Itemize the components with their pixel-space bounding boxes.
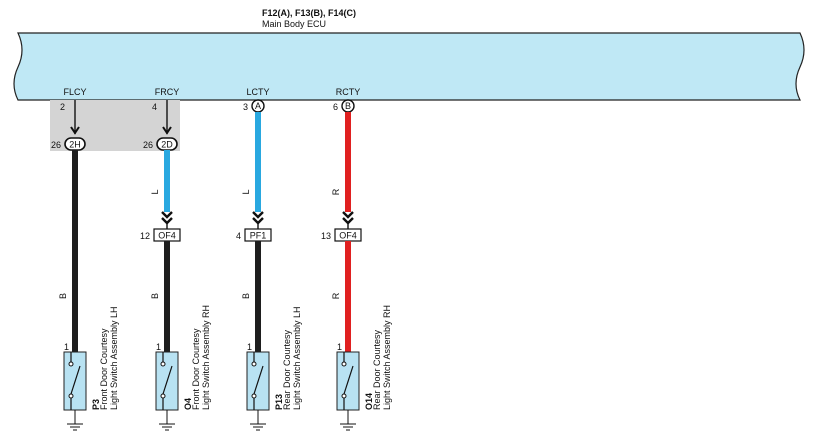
- wire-bottom-label-lcty: B: [241, 293, 251, 299]
- switch-pin-rcty: 1: [337, 342, 342, 352]
- switch-blade-frcy: [162, 365, 173, 395]
- switch-contact-bottom-frcy: [160, 393, 166, 399]
- inline-connector-pin-frcy: 12: [140, 231, 150, 241]
- inline-connector-pin-rcty: 13: [321, 231, 331, 241]
- wire-bottom-label-frcy: B: [150, 293, 160, 299]
- switch-code-frcy: O4: [183, 398, 193, 410]
- inline-connector-label-lcty: PF1: [250, 231, 267, 241]
- switch-contact-top-frcy: [160, 361, 166, 367]
- switch-contact-bottom-rcty: [341, 393, 347, 399]
- signal-label-frcy: FRCY: [155, 87, 180, 97]
- inline-connector-label-frcy: OF4: [158, 231, 176, 241]
- switch-name2-rcty: Light Switch Assembly RH: [382, 305, 392, 410]
- switch-blade-flcy: [70, 365, 81, 395]
- switch-code-rcty: O14: [364, 393, 374, 410]
- signal-label-flcy: FLCY: [63, 87, 86, 97]
- switch-name1-flcy: Front Door Courtesy: [99, 328, 109, 410]
- ecu-pin-rcty: 6: [333, 102, 338, 112]
- switch-contact-top-flcy: [68, 361, 74, 367]
- wire-top-label-lcty: L: [241, 189, 251, 194]
- inline-chevron-lcty-b: [252, 217, 264, 225]
- jb-arrow-flcy: [70, 126, 80, 135]
- switch-pin-lcty: 1: [247, 342, 252, 352]
- inline-chevron-rcty-b: [342, 217, 354, 225]
- switch-contact-top-rcty: [341, 361, 347, 367]
- switch-name1-rcty: Rear Door Courtesy: [372, 329, 382, 410]
- inline-chevron-frcy-a: [161, 211, 173, 219]
- switch-name2-flcy: Light Switch Assembly LH: [109, 306, 119, 410]
- signal-label-lcty: LCTY: [246, 87, 269, 97]
- signal-label-rcty: RCTY: [336, 87, 361, 97]
- ecu-connector-label-rcty: B: [345, 101, 351, 111]
- wire-bottom-label-rcty: R: [331, 292, 341, 299]
- switch-pin-frcy: 1: [156, 342, 161, 352]
- ecu-connector-label-lcty: A: [255, 101, 261, 111]
- junction-label-flcy: 2H: [69, 140, 81, 150]
- ecu-name-label: Main Body ECU: [262, 19, 326, 29]
- ecu-pin-frcy: 4: [152, 102, 157, 112]
- inline-chevron-lcty-a: [252, 211, 264, 219]
- junction-pin-flcy: 26: [51, 140, 61, 150]
- wire-bottom-label-flcy: B: [58, 293, 68, 299]
- switch-pin-flcy: 1: [64, 342, 69, 352]
- inline-connector-pin-lcty: 4: [236, 231, 241, 241]
- switch-name2-lcty: Light Switch Assembly LH: [292, 306, 302, 410]
- switch-name1-lcty: Rear Door Courtesy: [282, 329, 292, 410]
- inline-chevron-frcy-b: [161, 217, 173, 225]
- switch-name2-frcy: Light Switch Assembly RH: [201, 305, 211, 410]
- ecu-connectors-label: F12(A), F13(B), F14(C): [262, 8, 356, 18]
- switch-blade-rcty: [343, 365, 354, 395]
- wire-top-label-frcy: L: [150, 189, 160, 194]
- switch-contact-bottom-lcty: [251, 393, 257, 399]
- wire-top-label-rcty: R: [331, 188, 341, 195]
- switch-contact-top-lcty: [251, 361, 257, 367]
- ecu-body: [13, 32, 805, 101]
- inline-connector-label-rcty: OF4: [339, 231, 357, 241]
- switch-contact-bottom-flcy: [68, 393, 74, 399]
- ecu-pin-lcty: 3: [243, 102, 248, 112]
- switch-blade-lcty: [253, 365, 264, 395]
- inline-chevron-rcty-a: [342, 211, 354, 219]
- ecu-pin-flcy: 2: [60, 102, 65, 112]
- jb-arrow-frcy: [162, 126, 172, 135]
- switch-code-lcty: P13: [274, 394, 284, 410]
- switch-code-flcy: P3: [91, 399, 101, 410]
- junction-label-frcy: 2D: [161, 140, 173, 150]
- switch-name1-frcy: Front Door Courtesy: [191, 328, 201, 410]
- junction-pin-frcy: 26: [143, 140, 153, 150]
